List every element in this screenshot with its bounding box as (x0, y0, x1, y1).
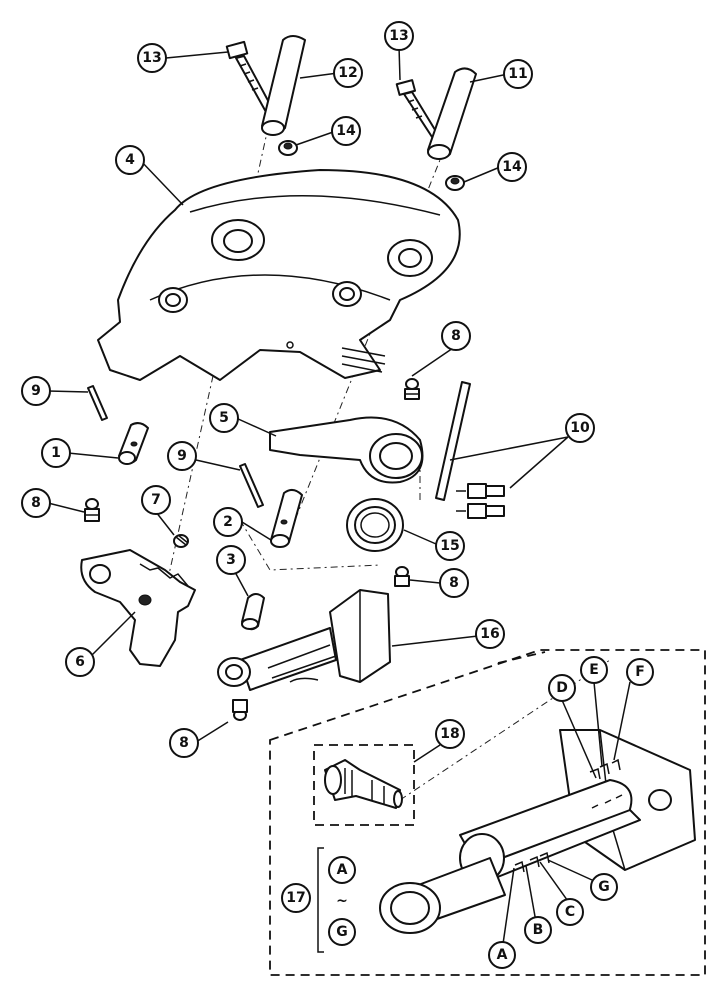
bolt-13-left (225, 40, 273, 113)
nut-14-right (445, 175, 465, 191)
callout-13-left-text: 13 (142, 50, 161, 66)
callout-6: 6 (65, 647, 95, 677)
plate-part-10 (435, 381, 471, 501)
callout-7: 7 (141, 485, 171, 515)
callout-18: 18 (435, 719, 465, 749)
callout-5-text: 5 (219, 410, 229, 426)
callout-14-left: 14 (331, 116, 361, 146)
callout-10-text: 10 (570, 420, 590, 436)
bushing-part-15 (346, 498, 404, 552)
grease-fitting-8-left (84, 498, 100, 522)
callout-14-right: 14 (497, 152, 527, 182)
callout-18-text: 18 (440, 726, 459, 742)
pin-part-3 (241, 593, 265, 631)
check-valve-part-18 (324, 759, 403, 809)
range-end-G-text: G (336, 924, 348, 940)
pin-11 (427, 67, 477, 160)
callout-9-right-text: 9 (177, 448, 187, 464)
pin-part-2 (270, 489, 303, 548)
callout-9-left: 9 (21, 376, 51, 406)
set-screw-part-7 (173, 534, 189, 548)
callout-15-text: 15 (440, 538, 459, 554)
callout-13-right-text: 13 (389, 28, 408, 44)
callout-10: 10 (565, 413, 595, 443)
callout-8-left-text: 8 (31, 495, 41, 511)
callout-letter-D-text: D (556, 680, 568, 696)
callout-1: 1 (41, 438, 71, 468)
callout-7-text: 7 (151, 492, 161, 508)
callout-4-text: 4 (125, 152, 135, 168)
callout-letter-A: A (488, 941, 516, 969)
callout-17: 17 (281, 883, 311, 913)
callout-letter-B: B (524, 916, 552, 944)
range-start-A: A (328, 856, 356, 884)
callout-letter-A-text: A (497, 947, 508, 963)
lever-part-5 (269, 416, 424, 484)
callout-8-left: 8 (21, 488, 51, 518)
callout-letter-G-text: G (598, 879, 610, 895)
callout-letter-G: G (590, 873, 618, 901)
callout-12-text: 12 (338, 65, 357, 81)
bracket-part-4 (97, 169, 461, 381)
callout-6-text: 6 (75, 654, 85, 670)
callout-1-text: 1 (51, 445, 61, 461)
callout-5: 5 (209, 403, 239, 433)
callout-letter-F: F (626, 658, 654, 686)
cylinder-detail-box (269, 649, 706, 976)
callout-14-right-text: 14 (502, 159, 522, 175)
callout-8-top: 8 (441, 321, 471, 351)
cylinder-part-16 (217, 589, 391, 691)
callout-letter-D: D (548, 674, 576, 702)
callout-letter-C-text: C (565, 904, 575, 920)
grease-fitting-8-bottom (232, 699, 248, 721)
callout-8-cyl-text: 8 (449, 575, 459, 591)
leader-lines (47, 45, 631, 945)
nut-14-left (278, 140, 298, 156)
roll-pin-9-left (87, 385, 108, 421)
callout-11: 11 (503, 59, 533, 89)
callout-8-bottom-text: 8 (179, 735, 189, 751)
callout-2-text: 2 (223, 514, 233, 530)
callout-3: 3 (216, 545, 246, 575)
bolts-part-10 (456, 483, 505, 519)
callout-15: 15 (435, 531, 465, 561)
pin-part-1 (118, 422, 149, 465)
callout-9-left-text: 9 (31, 383, 41, 399)
callout-4: 4 (115, 145, 145, 175)
callout-8-bottom: 8 (169, 728, 199, 758)
roll-pin-9-right (239, 463, 264, 508)
callout-8-top-text: 8 (451, 328, 461, 344)
valve-detail-box (313, 744, 415, 826)
callout-16: 16 (475, 619, 505, 649)
callout-letter-F-text: F (635, 664, 645, 680)
grease-fitting-8-top (404, 378, 420, 400)
callout-13-right: 13 (384, 21, 414, 51)
cylinder-detail-view (379, 729, 696, 934)
range-separator: ~ (336, 893, 348, 909)
callout-11-text: 11 (508, 66, 527, 82)
callout-letter-E: E (580, 656, 608, 684)
callout-letter-B-text: B (533, 922, 544, 938)
callout-14-left-text: 14 (336, 123, 356, 139)
callout-2: 2 (213, 507, 243, 537)
latch-part-6 (80, 549, 196, 667)
callout-letter-C: C (556, 898, 584, 926)
callout-9-right: 9 (167, 441, 197, 471)
pin-12 (261, 35, 306, 136)
callout-16-text: 16 (480, 626, 499, 642)
bolt-13-right (395, 79, 441, 141)
callout-8-cyl: 8 (439, 568, 469, 598)
callout-13-left: 13 (137, 43, 167, 73)
callout-12: 12 (333, 58, 363, 88)
grease-fitting-8-cyl (394, 566, 410, 587)
callout-17-text: 17 (286, 890, 305, 906)
callout-3-text: 3 (226, 552, 236, 568)
range-bracket-17 (317, 847, 324, 953)
callout-letter-E-text: E (589, 662, 599, 678)
range-start-A-text: A (337, 862, 348, 878)
range-end-G: G (328, 918, 356, 946)
